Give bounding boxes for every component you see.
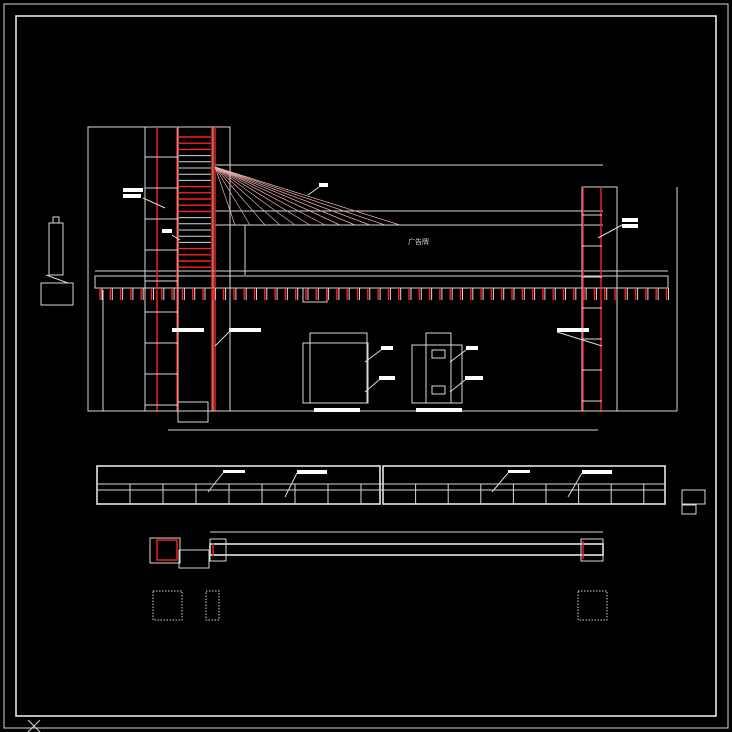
left-side-detail	[40, 216, 74, 306]
leader-line	[207, 472, 224, 493]
cable	[214, 166, 371, 226]
cable	[214, 166, 386, 226]
cable	[214, 166, 251, 226]
section-details	[152, 590, 608, 621]
annotation-tag	[297, 470, 327, 474]
annotation-tag	[622, 224, 638, 228]
base-plate-a-inner	[309, 332, 368, 404]
ucs-icon	[27, 719, 41, 732]
plan-pit	[178, 549, 210, 569]
leader-line	[449, 349, 467, 363]
post-base-line	[45, 274, 69, 284]
post-base	[40, 282, 74, 306]
annotation-tag	[379, 376, 395, 380]
bolt-box-b	[431, 385, 446, 395]
left-tower-outline	[87, 126, 231, 412]
outer-border	[3, 3, 729, 729]
cable	[214, 166, 266, 226]
plan-beam	[209, 543, 604, 556]
annotation-tag	[319, 183, 328, 187]
cable	[214, 166, 296, 226]
annotation-tag	[229, 328, 261, 332]
base-pit	[177, 401, 209, 423]
left-column	[144, 126, 179, 412]
section-c	[577, 590, 608, 621]
cable	[214, 166, 236, 226]
annotation-tag	[162, 229, 172, 233]
post-detail	[48, 222, 64, 276]
annotation-tag	[622, 218, 638, 222]
annotation-tag	[465, 376, 483, 380]
deck	[94, 275, 669, 289]
plan-mid-box	[209, 538, 227, 562]
bolt-box-a	[431, 349, 446, 359]
right-tower	[581, 186, 618, 412]
inner-border	[15, 15, 717, 717]
generated-marks	[96, 136, 669, 504]
stair-frame	[177, 126, 214, 412]
plate-details	[302, 332, 463, 412]
cable	[214, 166, 341, 226]
plan-right-box	[580, 538, 604, 562]
leader-line	[364, 349, 382, 363]
leader-line	[307, 186, 320, 196]
leader-line	[449, 379, 466, 393]
plan-left-inner	[156, 539, 178, 561]
leader-line	[142, 197, 166, 209]
front-elevation: 广告牌	[87, 126, 678, 431]
end-detail-foot	[681, 504, 697, 515]
billboard-label: 广告牌	[408, 237, 429, 246]
post-cap	[52, 216, 60, 224]
cable	[214, 166, 401, 226]
leader-line	[214, 331, 230, 347]
base-plate-a-title	[314, 408, 360, 412]
annotation-tag	[172, 328, 204, 332]
annotation-tag	[123, 194, 141, 198]
annotation-tag	[466, 346, 478, 350]
annotation-tag	[557, 328, 589, 332]
leader-line	[491, 472, 509, 493]
leader-line	[364, 379, 380, 393]
base-plate-a	[302, 342, 369, 404]
cable	[214, 166, 311, 226]
cable	[214, 166, 326, 226]
leader-line	[556, 331, 603, 347]
cable	[214, 166, 281, 226]
annotation-tag	[582, 470, 612, 474]
leader-line	[597, 224, 623, 239]
plan-left-box	[149, 537, 181, 564]
lower-elevation	[96, 465, 706, 515]
leader-line	[284, 472, 298, 498]
base-plate-b-title	[416, 408, 462, 412]
annotation-tag	[508, 470, 530, 473]
section-a	[152, 590, 183, 621]
annotation-tag	[381, 346, 393, 350]
plan-view	[149, 531, 604, 569]
annotation-tag	[123, 188, 143, 192]
annotation-tag	[223, 470, 245, 473]
leader-line	[567, 472, 583, 498]
end-detail	[681, 489, 706, 505]
section-b	[205, 590, 220, 621]
leader-line	[171, 234, 181, 241]
cable	[214, 166, 356, 226]
base-plate-b-inner	[425, 332, 452, 404]
